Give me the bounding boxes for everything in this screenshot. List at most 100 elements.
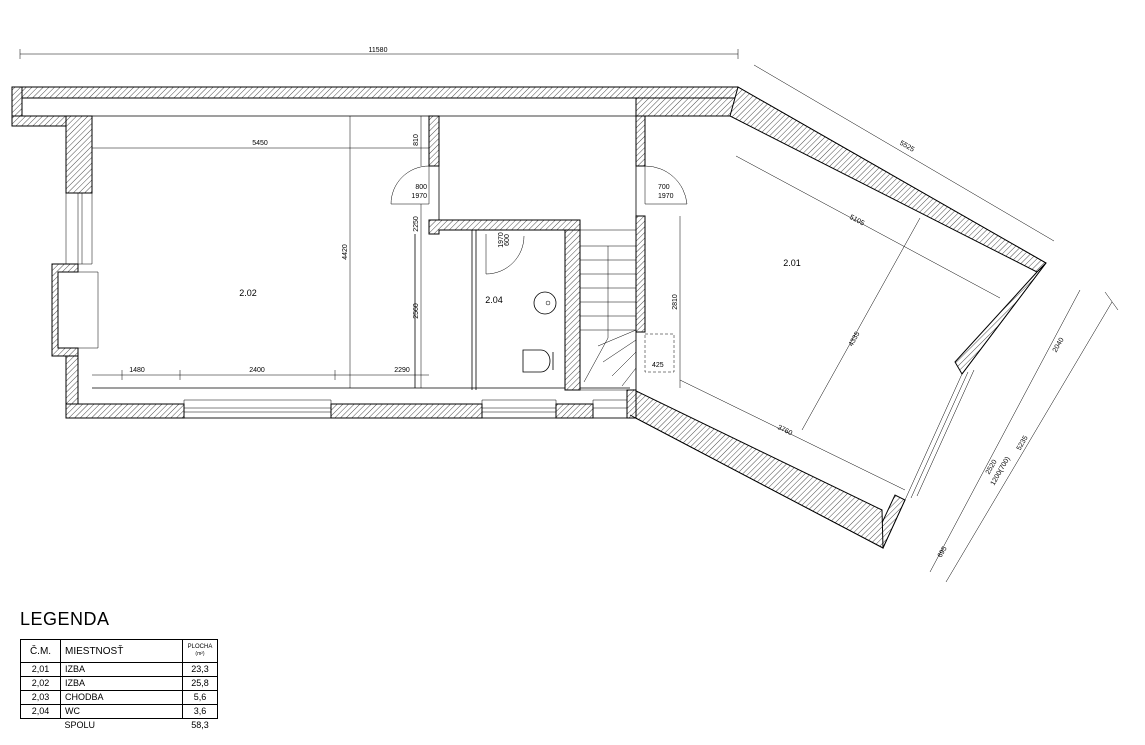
- dim-wc-door-b: 1970: [498, 232, 505, 248]
- legend-table: Č.M. MIESTNOSŤ PLOCHA (m²) 2,01 IZBA 23,…: [20, 639, 218, 732]
- legend-total-row: SPOLU 58,3: [21, 719, 218, 733]
- interior-walls: [414, 115, 646, 391]
- inner-outline: [91, 115, 636, 389]
- dim-201-diag-line: [801, 217, 921, 431]
- dim-bottom-line: [92, 370, 429, 380]
- dim-stair-height: 2810: [672, 294, 679, 310]
- right-window: [904, 369, 975, 501]
- dim-top-recess: 810: [413, 134, 420, 146]
- legend-cell-id: 2,03: [20, 690, 61, 705]
- diagonal-wall-top: [729, 86, 1047, 273]
- outer-outline: [12, 86, 1047, 549]
- partition-wc-left: [471, 230, 477, 390]
- dim-bottom-3: 2290: [394, 367, 410, 374]
- table-row: 2,02 IZBA 25,8: [20, 676, 218, 691]
- diagonal-wall-bottom: [629, 389, 884, 549]
- dim-202-width: 5450: [252, 140, 268, 147]
- washbasin: [533, 291, 557, 315]
- dim-door-right-w: 700: [658, 184, 670, 191]
- legend-header-area: PLOCHA (m²): [182, 639, 218, 663]
- partition-202-top: [428, 115, 440, 167]
- dim-wc-door-a: 600: [504, 234, 511, 246]
- legend-header-area-label: PLOCHA: [187, 644, 213, 650]
- bottom-window-2: [481, 399, 557, 419]
- left-wall-upper: [65, 115, 93, 194]
- partition-wc-top: [428, 219, 581, 235]
- stairs: [580, 229, 675, 391]
- legend-header-name: MIESTNOSŤ: [60, 639, 183, 663]
- room-labels: 2.01 2.02 2.04: [239, 258, 801, 305]
- legend-cell-id: 2,02: [20, 676, 61, 691]
- doors: [390, 165, 688, 275]
- door-202: [390, 165, 430, 205]
- partition-corridor: [438, 116, 637, 390]
- legend-cell-name: IZBA: [60, 676, 183, 691]
- legend-total-label: SPOLU: [64, 720, 96, 730]
- toilet: [522, 349, 554, 373]
- dim-door-left-h: 1970: [411, 193, 427, 200]
- room-label-201: 2.01: [783, 258, 801, 268]
- dim-right-total: 5235: [1016, 435, 1030, 452]
- legend-header-unit: (m²): [195, 651, 205, 657]
- legend-cell-id: 2,04: [20, 704, 61, 719]
- dim-201-top: 5105: [848, 214, 865, 228]
- stair-landing: [644, 333, 675, 373]
- dim-diag-top: 5525: [898, 140, 915, 154]
- left-bay-window: [78, 271, 99, 349]
- dim-201-top-line: [735, 155, 1001, 299]
- dim-door-right-h: 1970: [658, 193, 674, 200]
- table-row: 2,01 IZBA 23,3: [20, 662, 218, 677]
- dim-201-bottom: 3760: [776, 424, 793, 437]
- dim-overall-width: 11580: [369, 47, 388, 54]
- legend-cell-area: 5,6: [182, 690, 218, 705]
- legend-total-spacer: [21, 719, 61, 733]
- bottom-window-3: [592, 399, 628, 419]
- room-label-202: 2.02: [239, 288, 257, 298]
- legend-cell-area: 3,6: [182, 704, 218, 719]
- table-row: 2,04 WC 3,6: [20, 704, 218, 719]
- left-window: [65, 192, 93, 265]
- dim-door-left-w: 800: [415, 184, 427, 191]
- legend-cell-area: 25,8: [182, 676, 218, 691]
- washbasin-drain: [545, 300, 551, 306]
- partition-201-top: [635, 115, 646, 167]
- dim-opening-b: 2560: [413, 303, 420, 319]
- wc-fixtures: [522, 291, 557, 373]
- dim-opening-a: 2250: [413, 216, 420, 232]
- exterior-walls: [11, 86, 1047, 549]
- legend-cell-name: WC: [60, 704, 183, 719]
- bottom-window-1: [183, 399, 332, 419]
- door-201: [644, 165, 688, 205]
- partition-201-mid: [635, 215, 646, 333]
- bottom-wall-2: [330, 403, 483, 419]
- legend-cell-id: 2,01: [20, 662, 61, 677]
- dim-202-depth: 4420: [342, 244, 349, 260]
- dimension-lines: [19, 49, 1119, 583]
- partition-wc-right: [564, 229, 581, 391]
- legend-total-value: 58,3: [191, 720, 209, 730]
- stair-handrail: [583, 246, 609, 383]
- diagonal-wall-right: [954, 262, 1047, 375]
- dim-201-diag: 4335: [848, 331, 862, 348]
- dim-bottom-2: 2400: [249, 367, 265, 374]
- legend-header-row: Č.M. MIESTNOSŤ PLOCHA (m²): [20, 639, 218, 663]
- stair-outline: [580, 229, 637, 391]
- dim-overall-line: [19, 49, 739, 59]
- left-wall-bay: [51, 263, 79, 357]
- top-wall: [11, 86, 739, 99]
- bottom-wall-3: [555, 403, 594, 419]
- bottom-wall-4: [626, 389, 637, 419]
- dim-right-line: [945, 291, 1119, 583]
- dimension-labels: 11580 5450 4420 810 800 1970 700 1970 22…: [129, 47, 1065, 559]
- dim-201-bottom-line: [679, 379, 906, 491]
- door-wc: [485, 234, 525, 275]
- dim-bottom-1: 1480: [129, 367, 145, 374]
- dim-top-diag-line: [753, 64, 1055, 242]
- legend-cell-name: IZBA: [60, 662, 183, 677]
- legend-header-id: Č.M.: [20, 639, 61, 663]
- room-label-204: 2.04: [485, 295, 503, 305]
- legend-cell-area: 23,3: [182, 662, 218, 677]
- wall-outlines: [12, 86, 1047, 549]
- bottom-wall-1: [65, 403, 185, 419]
